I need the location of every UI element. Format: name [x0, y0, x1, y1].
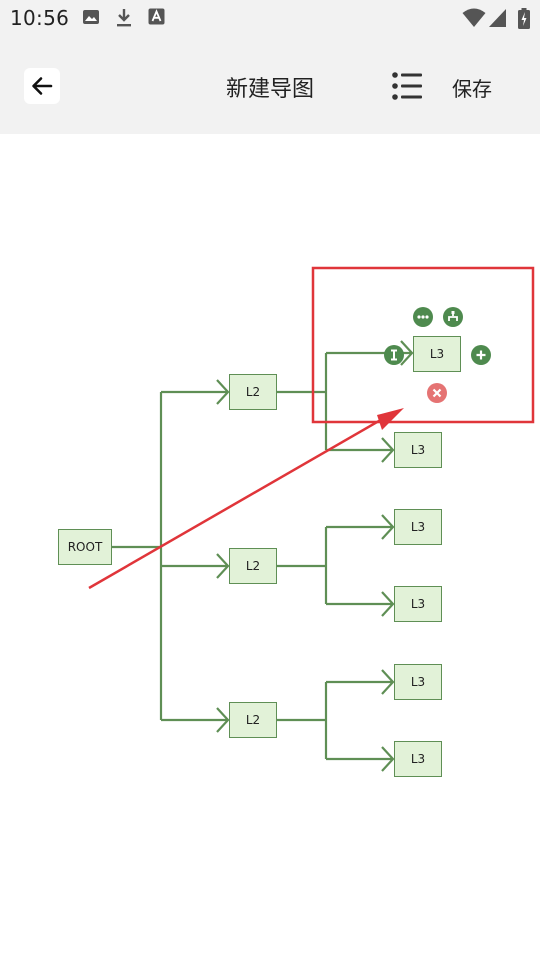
annotation-arrow-line	[88, 416, 385, 590]
close-icon	[430, 386, 444, 400]
arrow-left-icon	[30, 74, 54, 98]
root-node[interactable]: ROOT	[58, 529, 112, 565]
more-horizontal-icon	[416, 310, 430, 324]
annotation-arrow-head	[377, 408, 404, 430]
text-cursor-icon	[387, 348, 401, 362]
l3-node[interactable]: L3	[394, 741, 442, 777]
branch-connector-2	[161, 553, 230, 579]
l3-node-selected[interactable]: L3	[413, 336, 461, 372]
l3-node[interactable]: L3	[394, 586, 442, 622]
save-button[interactable]: 保存	[452, 77, 492, 101]
root-connector	[112, 392, 163, 720]
plus-icon	[474, 348, 488, 362]
list-icon	[392, 72, 422, 100]
mindmap-canvas[interactable]: ROOT L2 L2 L2 L3 L3 L3 L3 L3 L3	[0, 134, 540, 960]
l3-node[interactable]: L3	[394, 664, 442, 700]
l2-node[interactable]: L2	[229, 548, 277, 584]
battery-charging-icon	[518, 8, 530, 33]
more-options-button[interactable]	[413, 307, 433, 327]
leaf-connectors-1	[277, 340, 414, 463]
download-notification-icon	[115, 8, 133, 32]
add-sibling-button[interactable]	[471, 345, 491, 365]
wifi-icon	[462, 8, 486, 32]
branch-icon	[446, 310, 460, 324]
l3-node[interactable]: L3	[394, 509, 442, 545]
outline-list-button[interactable]	[390, 69, 424, 103]
connector-lines	[88, 266, 535, 772]
l2-node[interactable]: L2	[229, 702, 277, 738]
l2-node[interactable]: L2	[229, 374, 277, 410]
status-time: 10:56	[10, 6, 70, 30]
add-child-node-button[interactable]	[443, 307, 463, 327]
l3-node[interactable]: L3	[394, 432, 442, 468]
delete-node-button[interactable]	[427, 383, 447, 403]
status-bar: 10:56	[0, 0, 540, 36]
branch-connector-3	[161, 707, 230, 733]
app-toolbar: 新建导图 保存	[0, 36, 540, 134]
leaf-connectors-3	[277, 669, 395, 772]
leaf-connectors-2	[277, 514, 395, 617]
edit-text-button[interactable]	[384, 345, 404, 365]
back-button[interactable]	[24, 68, 60, 104]
cellular-signal-icon	[488, 8, 508, 32]
selection-highlight-box	[311, 266, 535, 424]
image-notification-icon	[82, 8, 100, 30]
text-notification-icon	[148, 8, 165, 29]
branch-connector-1	[161, 379, 230, 405]
page-title: 新建导图	[225, 77, 314, 102]
